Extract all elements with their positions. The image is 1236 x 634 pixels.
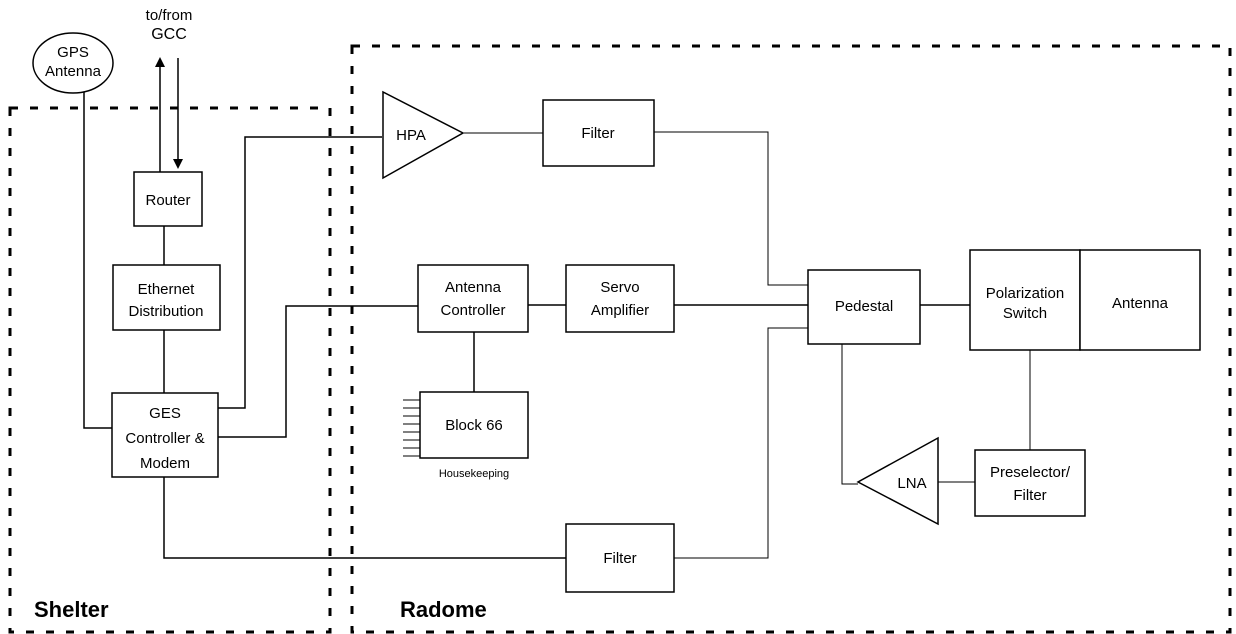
router-block: Router	[133, 171, 203, 227]
lna-label: LNA	[897, 475, 926, 492]
block66-pins	[403, 399, 420, 457]
radome-region	[350, 44, 1232, 634]
lna-amplifier: LNA	[856, 436, 939, 526]
ethernet-distribution-block: Ethernet Distribution	[112, 264, 221, 331]
ges-line2: Controller &	[125, 430, 204, 447]
gps-antenna-line1: GPS	[57, 44, 89, 61]
preselector-block: Preselector/ Filter	[974, 449, 1086, 517]
servo-amplifier-block: Servo Amplifier	[565, 264, 675, 333]
ges-line1: GES	[149, 405, 181, 422]
filter-bottom-pedestal-wire	[674, 327, 808, 559]
hpa-label: HPA	[396, 127, 426, 144]
router-label: Router	[145, 192, 190, 209]
servo-line1: Servo	[600, 279, 639, 296]
pedestal-block: Pedestal	[807, 269, 921, 345]
gps-wire	[83, 88, 112, 429]
radome-label: Radome	[400, 597, 487, 622]
signal-wires	[83, 57, 1031, 559]
ges-line3: Modem	[140, 455, 190, 472]
hpa-amplifier: HPA	[382, 90, 465, 180]
gcc-line2: GCC	[151, 26, 187, 43]
filter-bottom-block: Filter	[565, 523, 675, 593]
block66-label: Block 66	[445, 417, 503, 434]
gcc-line1: to/from	[146, 7, 193, 24]
ges-controller-block: GES Controller & Modem	[111, 392, 219, 478]
antenna-label: Antenna	[1112, 295, 1169, 312]
antenna-controller-block: Antenna Controller	[417, 264, 529, 333]
polarization-switch-block: Polarization Switch	[969, 249, 1081, 351]
filter-top-label: Filter	[581, 125, 614, 142]
preselector-line1: Preselector/	[990, 464, 1071, 481]
ethernet-line1: Ethernet	[138, 281, 196, 298]
ges-filter-bottom-wire	[163, 477, 566, 559]
pedestal-label: Pedestal	[835, 298, 893, 315]
ethernet-line2: Distribution	[128, 303, 203, 320]
ges-antctrl-wire	[218, 305, 418, 438]
filter-pedestal-wire	[654, 131, 808, 286]
preselector-line2: Filter	[1013, 487, 1046, 504]
filter-bottom-label: Filter	[603, 550, 636, 567]
servo-line2: Amplifier	[591, 302, 649, 319]
gps-antenna-line2: Antenna	[45, 63, 102, 80]
antctrl-line1: Antenna	[445, 279, 502, 296]
block66: Block 66 Housekeeping	[419, 391, 529, 480]
polswitch-line2: Switch	[1003, 305, 1047, 322]
pedestal-lna-wire	[841, 344, 858, 485]
gcc-label: to/from GCC	[146, 7, 193, 43]
ges-hpa-wire	[218, 136, 382, 409]
filter-top-block: Filter	[542, 99, 655, 167]
shelter-label: Shelter	[34, 597, 109, 622]
antenna-block: Antenna	[1079, 249, 1201, 351]
antctrl-line2: Controller	[440, 302, 505, 319]
housekeeping-label: Housekeeping	[439, 468, 509, 480]
polswitch-line1: Polarization	[986, 285, 1064, 302]
gps-antenna: GPS Antenna	[32, 32, 114, 94]
shelter-region	[8, 106, 332, 634]
